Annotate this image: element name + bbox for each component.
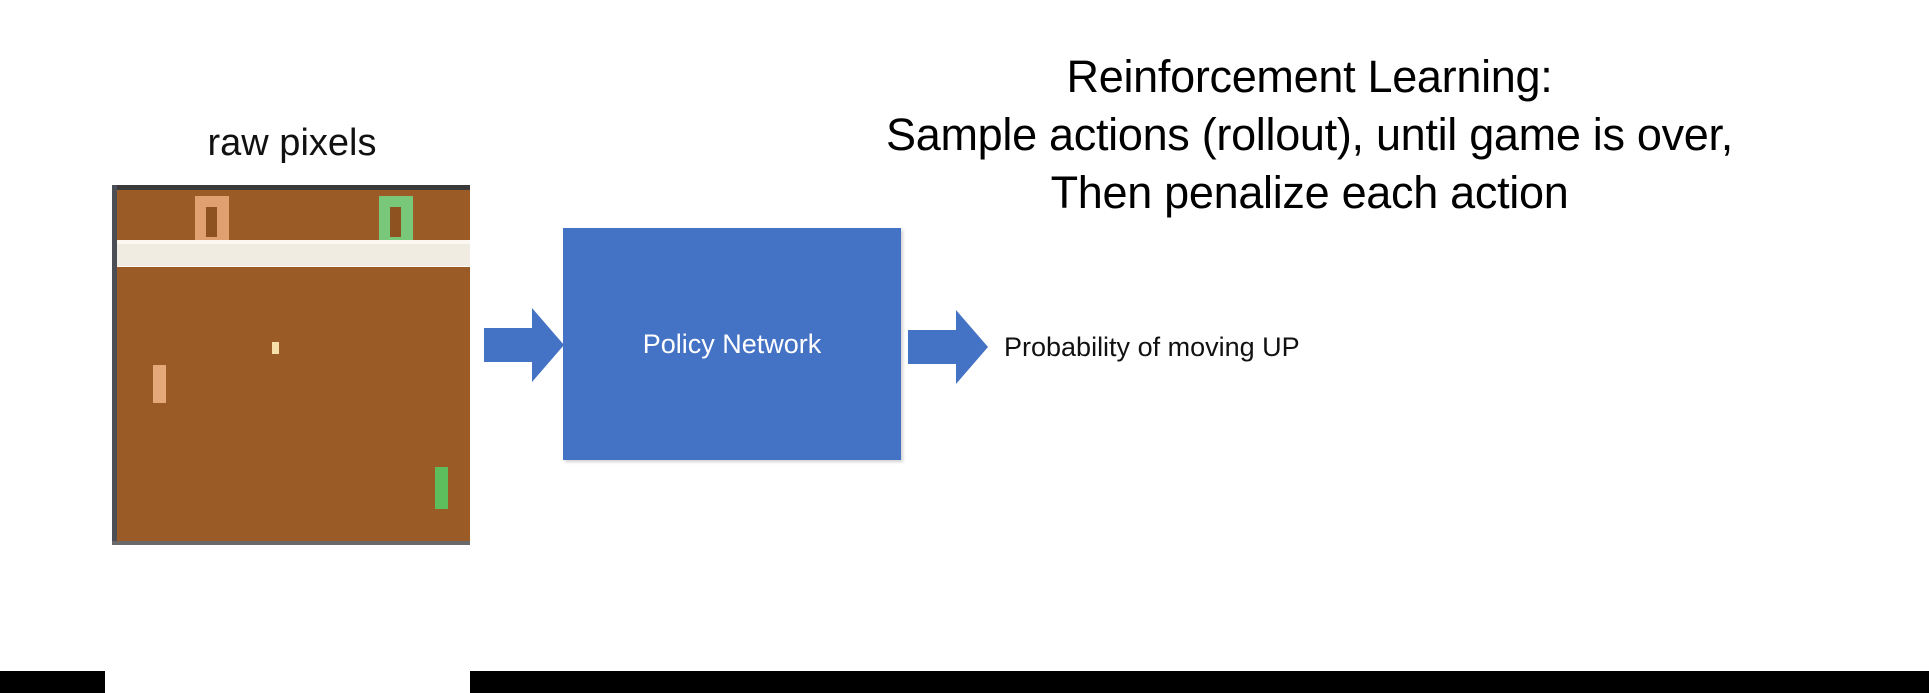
- pong-frame-left-border: [112, 185, 117, 545]
- score-divider-band: [117, 240, 470, 266]
- headline-line-3: Then penalize each action: [1050, 167, 1569, 218]
- headline-line-1: Reinforcement Learning:: [1066, 51, 1553, 102]
- score-digit-left: [195, 196, 229, 248]
- headline-line-2: Sample actions (rollout), until game is …: [886, 109, 1733, 160]
- score-digit-right-hole: [390, 207, 401, 237]
- policy-network-box[interactable]: Policy Network: [563, 228, 901, 460]
- pong-game-screenshot: [112, 185, 470, 545]
- bottom-bar-gap: [105, 671, 470, 693]
- headline-block: Reinforcement Learning: Sample actions (…: [690, 48, 1929, 222]
- paddle-left: [153, 365, 166, 403]
- policy-network-label: Policy Network: [642, 328, 822, 359]
- input-arrow: [484, 308, 564, 382]
- raw-pixels-caption: raw pixels: [207, 122, 377, 164]
- pong-frame-bottom-border: [112, 541, 470, 545]
- pong-board: [117, 190, 470, 545]
- paddle-right: [435, 467, 448, 509]
- output-arrow: [908, 310, 988, 384]
- score-digit-left-hole: [206, 207, 217, 237]
- bottom-bar-right: [470, 671, 1929, 693]
- bottom-bar-left: [0, 671, 105, 693]
- score-digit-right: [379, 196, 413, 248]
- output-probability-label: Probability of moving UP: [1004, 332, 1300, 362]
- ball: [272, 342, 279, 354]
- pong-frame-top-border: [112, 185, 470, 190]
